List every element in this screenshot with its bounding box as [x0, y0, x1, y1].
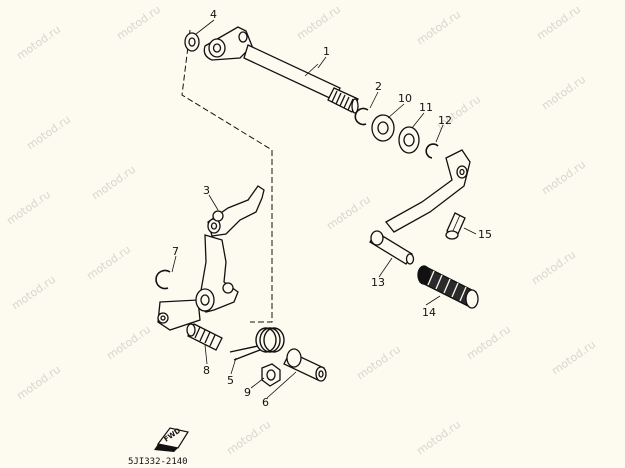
- watermark: motod.ru: [414, 8, 463, 48]
- callout-1: 1: [323, 45, 330, 58]
- shift-arm-roller: [195, 288, 215, 312]
- watermark: motod.ru: [534, 3, 583, 43]
- watermark: motod.ru: [114, 3, 163, 43]
- callout-12: 12: [438, 114, 452, 127]
- watermark: motod.ru: [24, 113, 73, 153]
- callout-10: 10: [398, 92, 412, 105]
- callout-3: 3: [203, 184, 210, 197]
- leader-lines: [171, 19, 477, 399]
- part-12-circlip: [425, 143, 439, 159]
- callout-2: 2: [375, 80, 382, 93]
- fwd-arrow: FWD: [154, 426, 189, 452]
- part-4-bushing: [184, 32, 200, 52]
- part-11-washer: [398, 126, 420, 154]
- part-15-bolt: [445, 212, 466, 240]
- watermark: motod.ru: [9, 273, 58, 313]
- part-8-spring-pin: [186, 323, 223, 351]
- watermark: motod.ru: [294, 3, 343, 43]
- watermark: motod.ru: [324, 193, 373, 233]
- part-10-oil-seal: [371, 114, 395, 142]
- watermark: motod.ru: [464, 323, 513, 363]
- part-1-shift-shaft: [203, 26, 359, 114]
- part-14-pedal-rubber: [417, 265, 479, 309]
- callout-4: 4: [210, 8, 217, 21]
- watermark: motod.ru: [89, 163, 138, 203]
- callout-9: 9: [244, 386, 251, 399]
- assembly-line: [181, 29, 273, 323]
- watermark: motod.ru: [4, 188, 53, 228]
- callout-5: 5: [227, 374, 234, 387]
- callout-8: 8: [203, 364, 210, 377]
- watermark: motod.ru: [104, 323, 153, 363]
- callout-11: 11: [419, 101, 433, 114]
- callout-13: 13: [371, 276, 385, 289]
- part-5-torsion-spring: [229, 327, 285, 361]
- part-7-circlip: [155, 269, 171, 290]
- callout-15: 15: [478, 228, 492, 241]
- watermark: motod.ru: [539, 158, 588, 198]
- callout-6: 6: [262, 396, 269, 409]
- callout-7: 7: [172, 245, 179, 258]
- callout-numbers: 4 1 2 10 11 12 3 7 8 5 9 6 13 14 15: [172, 8, 492, 409]
- watermark: motod.ru: [549, 338, 598, 378]
- part-6-collar: [283, 348, 327, 382]
- part-13-shift-pedal: [369, 149, 471, 265]
- part-2-circlip: [354, 107, 369, 126]
- callout-14: 14: [422, 306, 436, 319]
- watermark: motod.ru: [354, 343, 403, 383]
- watermark: motod.ru: [14, 363, 63, 403]
- watermark: motod.ru: [529, 248, 578, 288]
- watermark: motod.ru: [539, 73, 588, 113]
- watermark: motod.ru: [224, 418, 273, 458]
- part-3-shift-arm: [157, 185, 265, 331]
- part-code: 5JI332-2140: [128, 457, 188, 467]
- watermark: motod.ru: [84, 243, 133, 283]
- watermark: motod.ru: [414, 418, 463, 458]
- watermark: motod.ru: [14, 23, 63, 63]
- part-9-nut: [261, 363, 281, 387]
